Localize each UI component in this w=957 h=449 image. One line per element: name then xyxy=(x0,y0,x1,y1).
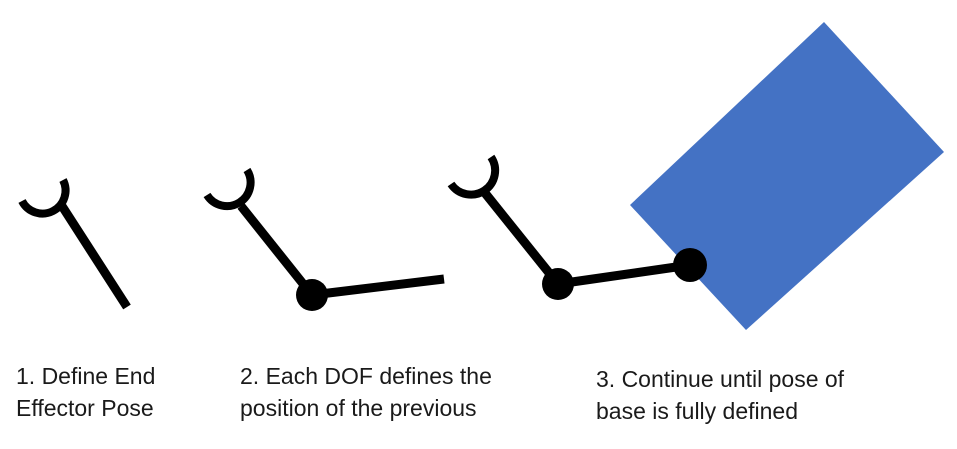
step2-gripper-icon xyxy=(203,167,255,211)
step3-gripper-icon xyxy=(447,154,500,199)
step2-arm xyxy=(203,167,445,311)
step3-caption-line2: base is fully defined xyxy=(596,398,799,424)
step1-caption-line2: Effector Pose xyxy=(16,395,154,421)
step2-joint-1 xyxy=(296,279,328,311)
step2-caption: 2. Each DOF defines the position of the … xyxy=(240,360,492,424)
step2-link-2 xyxy=(311,274,445,300)
step2-caption-line1: 2. Each DOF defines the xyxy=(240,363,492,389)
step1-link xyxy=(58,203,131,310)
step3-joint-2 xyxy=(673,248,707,282)
step3-caption-line1: 3. Continue until pose of xyxy=(596,366,845,392)
step3-caption: 3. Continue until pose of base is fully … xyxy=(596,363,844,427)
step3-link-1 xyxy=(481,190,562,287)
step1-gripper-icon xyxy=(18,178,70,218)
step3-joint-1 xyxy=(542,268,574,300)
step1-arm xyxy=(18,178,131,310)
step2-caption-line2: position of the previous xyxy=(240,395,477,421)
step3-link-2 xyxy=(557,260,691,289)
step1-caption-line1: 1. Define End xyxy=(16,363,156,389)
step2-link-1 xyxy=(237,203,316,298)
step3-arm xyxy=(447,154,707,300)
step1-caption: 1. Define End Effector Pose xyxy=(16,360,155,424)
robot-base xyxy=(630,22,944,330)
